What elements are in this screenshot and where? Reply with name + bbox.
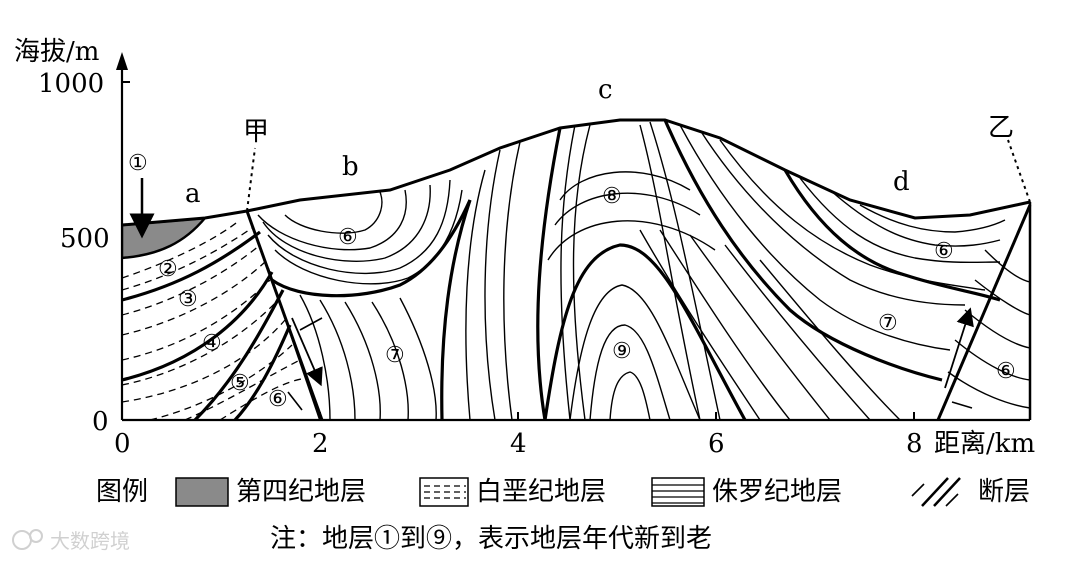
watermark-logo-icon [12, 530, 32, 550]
point-jia: 甲 [243, 117, 269, 147]
stratum-6-syncline-d: ⑥ [934, 239, 954, 264]
x-tick-6: 6 [708, 429, 725, 459]
legend: 图例 第四纪地层 白垩纪地层 侏罗纪地层 断层 [96, 477, 1030, 507]
yi-leader [1007, 139, 1031, 203]
right-limb [639, 120, 1006, 420]
legend-title: 图例 [96, 477, 148, 507]
legend-fault-swatch [911, 477, 961, 507]
stratum-5: ⑤ [230, 371, 250, 396]
boundary-2-3 [122, 230, 261, 302]
point-c: c [598, 75, 613, 105]
legend-fault: 断层 [978, 477, 1030, 507]
watermark: 大数跨境 [12, 529, 130, 553]
y-tick-1000: 1000 [38, 69, 104, 99]
ground-surface [121, 118, 1031, 227]
x-tick-4: 4 [510, 429, 527, 459]
anticline-core [543, 121, 747, 420]
x-tick-2: 2 [312, 429, 329, 459]
y-axis-label: 海拔/m [14, 37, 99, 67]
stratum-labels: ① ② ③ ④ ⑤ ⑥ ⑥ ⑦ ⑧ ⑨ ⑥ ⑦ ⑥ [128, 151, 1016, 412]
legend-quaternary: 第四纪地层 [236, 477, 366, 507]
fault-right [936, 204, 1032, 421]
right-block [947, 249, 1030, 409]
boundary-3-4 [122, 271, 274, 382]
y-tick-500: 500 [60, 224, 110, 254]
point-d: d [893, 167, 910, 197]
legend-cretaceous: 白垩纪地层 [476, 477, 606, 507]
strata-lines [122, 120, 1030, 420]
boundary-5-6 [233, 324, 292, 420]
point-yi: 乙 [988, 113, 1014, 143]
point-a: a [185, 179, 201, 209]
x-tick-8: 8 [906, 429, 923, 459]
stratum-6-right-block: ⑥ [996, 359, 1016, 384]
stratum-3: ③ [178, 287, 198, 312]
stratum-4: ④ [202, 331, 222, 356]
note: 注：地层①到⑨，表示地层年代新到老 [270, 524, 712, 554]
point-b: b [342, 152, 359, 182]
stratum-9: ⑨ [612, 339, 632, 364]
stratum-6-syncline-b: ⑥ [338, 225, 358, 250]
stratum-6-fault-wedge: ⑥ [268, 387, 288, 412]
jurassic-left-limb [299, 127, 562, 420]
stratum-7-left: ⑦ [385, 343, 405, 368]
y-tick-0: 0 [92, 407, 109, 437]
watermark-text: 大数跨境 [50, 529, 130, 553]
boundary-4-5 [193, 289, 285, 420]
stratum-7-right: ⑦ [878, 311, 898, 336]
syncline-b [257, 179, 472, 298]
fault-left [245, 210, 324, 421]
stratum-1: ① [128, 151, 148, 176]
stratum-8: ⑧ [602, 184, 622, 209]
x-axis-label: 距离/km [934, 429, 1035, 459]
legend-jurassic-swatch [651, 477, 705, 507]
jia-leader [246, 147, 256, 212]
legend-cretaceous-swatch [419, 477, 469, 507]
stratum-2: ② [158, 257, 178, 282]
legend-quaternary-swatch [175, 477, 229, 507]
x-tick-0: 0 [114, 429, 131, 459]
legend-jurassic: 侏罗纪地层 [712, 477, 842, 507]
